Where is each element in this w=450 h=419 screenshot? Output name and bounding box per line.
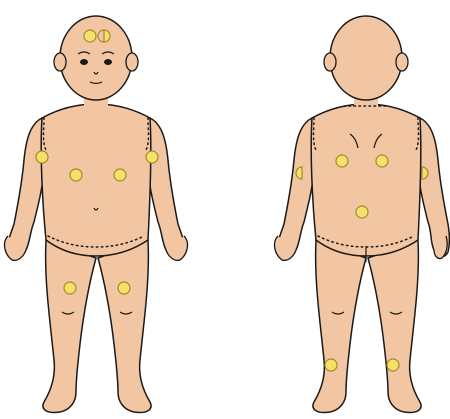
front-right-eye bbox=[80, 59, 88, 65]
back-right-leg bbox=[313, 240, 366, 413]
back-right-ear bbox=[324, 53, 336, 71]
marker-front-left-thigh bbox=[118, 282, 130, 294]
back-left-ear bbox=[396, 53, 408, 71]
back-right-arm bbox=[277, 118, 314, 256]
back-head bbox=[330, 16, 402, 100]
front-right-leg bbox=[43, 240, 96, 413]
marker-forehead-full bbox=[84, 30, 96, 42]
front-left-ear bbox=[126, 53, 138, 71]
front-view-figure bbox=[5, 16, 188, 413]
marker-back-right-shoulder-blade bbox=[336, 155, 348, 167]
marker-front-right-thigh bbox=[64, 282, 76, 294]
marker-back-left-shoulder-blade bbox=[376, 155, 388, 167]
front-left-leg bbox=[98, 240, 151, 413]
front-right-ear bbox=[54, 53, 66, 71]
marker-front-right-chest bbox=[70, 169, 82, 181]
front-left-arm bbox=[148, 118, 185, 256]
marker-back-left-calf bbox=[387, 359, 399, 371]
marker-front-left-chest bbox=[114, 169, 126, 181]
marker-front-left-upper-arm bbox=[146, 151, 158, 163]
marker-back-lower-back bbox=[356, 206, 368, 218]
marker-back-right-calf bbox=[325, 359, 337, 371]
back-left-leg bbox=[368, 240, 421, 413]
front-head bbox=[60, 16, 132, 100]
front-left-eye bbox=[104, 59, 112, 65]
front-torso bbox=[41, 104, 151, 256]
back-torso bbox=[311, 104, 421, 256]
back-left-arm bbox=[418, 118, 450, 256]
front-right-arm bbox=[7, 118, 44, 256]
marker-front-right-upper-arm bbox=[36, 151, 48, 163]
